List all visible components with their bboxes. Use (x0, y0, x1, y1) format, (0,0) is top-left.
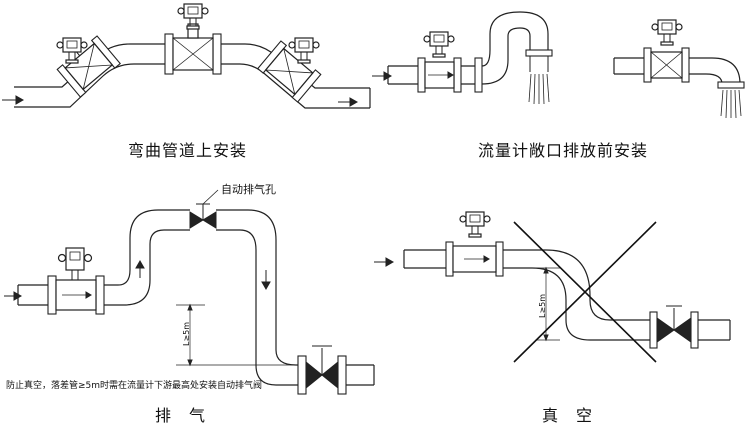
panel-bend-installation (2, 3, 371, 109)
flowmeter-icon (651, 19, 683, 46)
flowmeter-icon (459, 211, 491, 238)
panel-open-discharge (372, 11, 745, 119)
discharge-stream (528, 73, 550, 105)
flowmeter-left (56, 35, 121, 98)
label-height-exhaust: L≥5m (182, 321, 191, 346)
label-height-vacuum: L≥5m (538, 293, 547, 318)
panel-exhaust (4, 189, 375, 395)
gate-valve-icon (189, 203, 217, 229)
flow-arrow-icon (372, 71, 393, 81)
gate-valve-icon (305, 345, 339, 390)
flow-arrow-icon (374, 257, 395, 267)
flow-arrow-icon (261, 270, 271, 291)
flowmeter-icon (57, 247, 93, 280)
label-auto-vent: 自动排气孔 (221, 183, 276, 196)
flowmeter-icon (423, 31, 455, 58)
caption-bend-installation: 弯曲管道上安装 (128, 141, 248, 160)
cross-mark-icon (513, 221, 657, 363)
gate-valve-icon (656, 305, 692, 343)
panel-vacuum (374, 211, 731, 363)
caption-vacuum: 真 空 (542, 406, 594, 425)
discharge-stream (720, 89, 742, 119)
flow-arrow-icon (338, 97, 359, 107)
caption-open-discharge: 流量计敞口排放前安装 (478, 141, 649, 160)
flowmeter-top (164, 3, 222, 75)
flow-arrow-icon (2, 95, 25, 105)
flow-arrow-icon (4, 291, 23, 301)
caption-exhaust: 排 气 (155, 406, 207, 425)
flow-arrow-icon (135, 259, 145, 278)
label-exhaust-note: 防止真空，落差管≥5m时需在流量计下游最高处安装自动排气阀 (6, 381, 263, 391)
flowmeter-right (257, 40, 322, 103)
